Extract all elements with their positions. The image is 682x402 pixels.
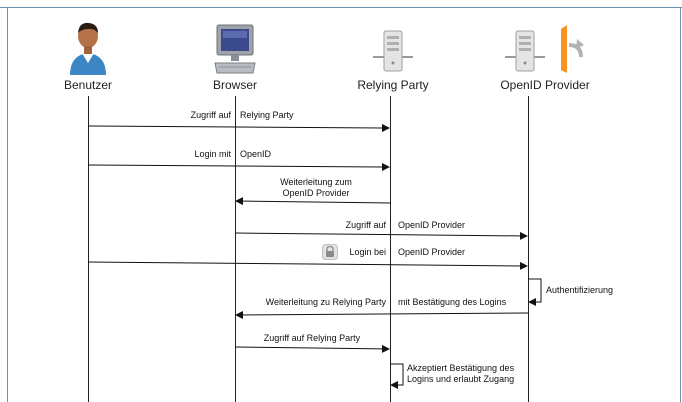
msg-2-left: Login mit xyxy=(194,149,231,159)
arrow-user-to-rp-2 xyxy=(87,162,390,171)
arrow-browser-to-op xyxy=(234,231,528,240)
msg-9-line2: Logins und erlaubt Zugang xyxy=(407,374,515,384)
arrow-op-self-auth xyxy=(528,278,542,306)
arrow-user-to-op xyxy=(87,261,528,270)
lifeline-browser xyxy=(235,96,236,402)
arrow-rp-to-browser xyxy=(235,197,391,206)
actor-relying-party: Relying Party xyxy=(338,15,448,92)
actor-label-browser: Browser xyxy=(212,78,257,92)
frame-left-border xyxy=(7,7,8,402)
msg-9-line1: Akzeptiert Bestätigung des xyxy=(407,363,515,373)
msg-3-line2: OpenID Provider xyxy=(282,188,350,198)
server-icon xyxy=(373,30,413,72)
msg-4-left: Zugriff auf xyxy=(345,220,386,230)
msg-3-line1: Weiterleitung zum xyxy=(280,177,352,187)
user-icon xyxy=(70,22,106,75)
server-icon xyxy=(505,30,545,72)
actor-label-relying-party: Relying Party xyxy=(357,78,429,92)
msg-4-right: OpenID Provider xyxy=(398,220,466,230)
lock-icon xyxy=(322,244,338,260)
lifeline-openid-provider xyxy=(528,96,529,402)
lifeline-user xyxy=(88,96,89,402)
arrow-user-to-rp-1 xyxy=(87,123,390,132)
msg-7-right: mit Bestätigung des Logins xyxy=(398,297,507,307)
frame-right-border xyxy=(680,7,681,402)
msg-2-right: OpenID xyxy=(240,149,272,159)
actor-browser: Browser xyxy=(180,15,290,92)
msg-1-right: Relying Party xyxy=(240,110,294,120)
actor-label-user: Benutzer xyxy=(63,78,113,92)
actor-user: Benutzer xyxy=(33,15,143,92)
msg-1-left: Zugriff auf xyxy=(190,110,231,120)
msg-7-left: Weiterleitung zu Relying Party xyxy=(265,297,386,307)
arrow-op-to-browser xyxy=(235,310,529,319)
arrow-rp-self-accept xyxy=(390,363,404,389)
frame-top-border xyxy=(0,7,682,8)
msg-5-right: OpenID Provider xyxy=(398,247,466,257)
msg-8: Zugriff auf Relying Party xyxy=(263,333,361,343)
actor-openid-provider: OpenID Provider xyxy=(475,15,615,92)
msg-6: Authentifizierung xyxy=(546,285,614,295)
computer-icon xyxy=(214,24,256,74)
arrow-browser-to-rp xyxy=(234,344,390,353)
actor-label-openid-provider: OpenID Provider xyxy=(500,78,590,92)
openid-logo-icon xyxy=(561,25,584,73)
msg-5-left: Login bei xyxy=(349,247,386,257)
lifeline-relying-party xyxy=(390,96,391,402)
